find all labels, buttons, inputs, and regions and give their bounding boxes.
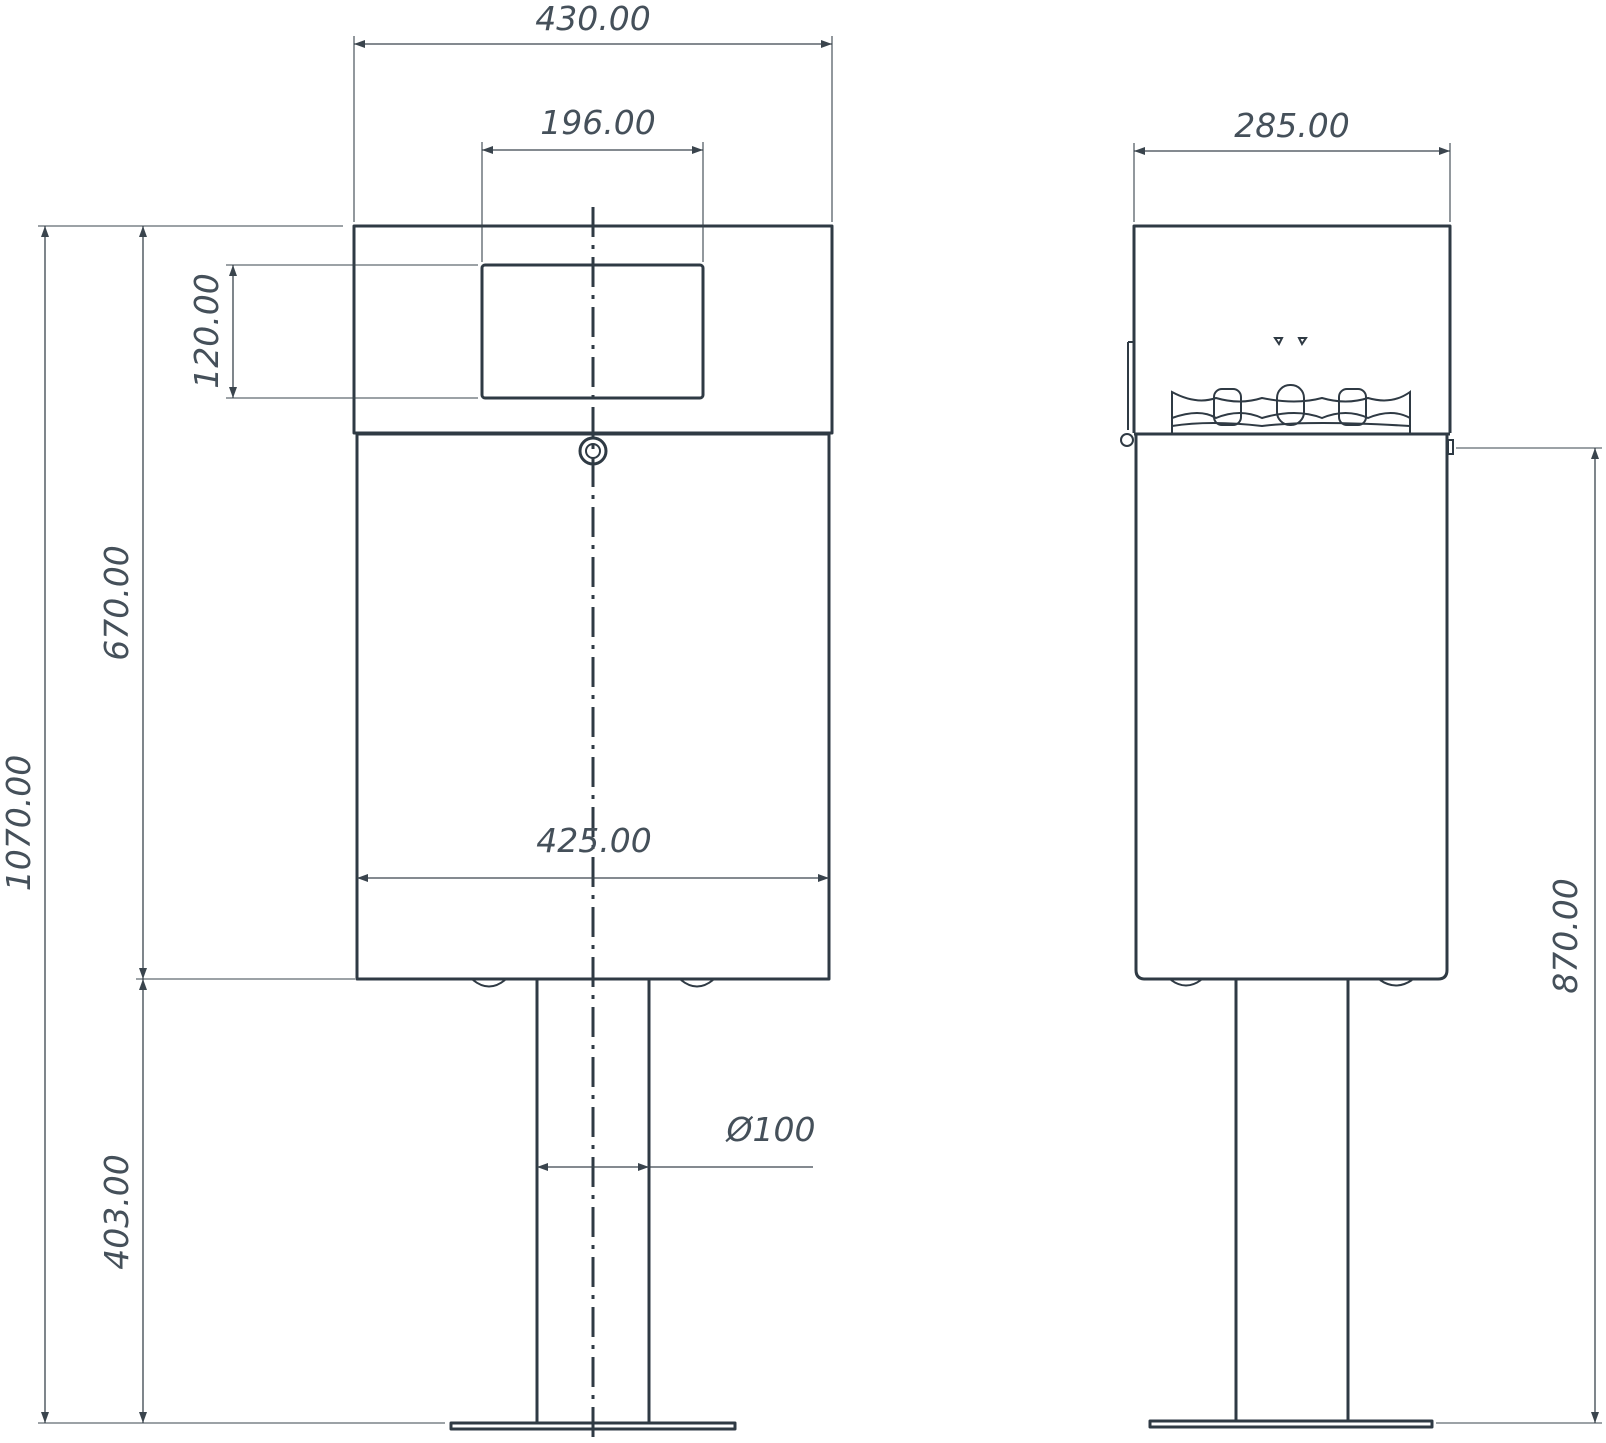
- dim-body-width-label: 425.00: [536, 821, 651, 860]
- dim-body-height-label: 670.00: [97, 545, 136, 660]
- dim-screen-width: 196.00: [481, 103, 704, 262]
- dim-screen-height: 120.00: [187, 264, 478, 399]
- side-base-plate: [1148, 1419, 1434, 1429]
- dim-overall-width-label: 430.00: [535, 0, 650, 38]
- dim-overall-width: 430.00: [353, 0, 833, 222]
- dim-slot-height-label: 870.00: [1546, 878, 1585, 993]
- dim-depth: 285.00: [1133, 106, 1451, 222]
- side-body: [1134, 432, 1449, 981]
- dim-pole-diameter-label: Ø100: [725, 1110, 816, 1149]
- dim-pole-diameter: Ø100: [537, 1110, 815, 1171]
- dim-body-width: 425.00: [357, 821, 829, 882]
- dim-body-height: 670.00: [97, 226, 355, 980]
- dim-screen-height-label: 120.00: [187, 273, 226, 388]
- dim-total-height: 1070.00: [0, 225, 445, 1424]
- side-mechanism: [1171, 384, 1411, 433]
- dim-slot-height: 870.00: [1436, 447, 1602, 1424]
- side-latch: [1447, 439, 1454, 455]
- front-foot-left: [472, 979, 506, 988]
- front-foot-right: [680, 979, 714, 988]
- side-foot-right: [1379, 979, 1413, 987]
- side-foot-left: [1170, 979, 1202, 987]
- dim-screen-width-label: 196.00: [540, 103, 655, 142]
- front-view: [352, 207, 834, 1443]
- dim-pole-height: 403.00: [97, 979, 147, 1423]
- dim-total-height-label: 1070.00: [0, 755, 38, 891]
- side-hinge-pin: [1120, 433, 1134, 447]
- dim-depth-label: 285.00: [1234, 106, 1349, 145]
- side-hinge: [1127, 341, 1134, 430]
- side-view: [1120, 224, 1454, 1429]
- side-head-box: [1132, 224, 1452, 433]
- dim-pole-height-label: 403.00: [97, 1154, 136, 1269]
- side-head-marks: [1273, 337, 1308, 346]
